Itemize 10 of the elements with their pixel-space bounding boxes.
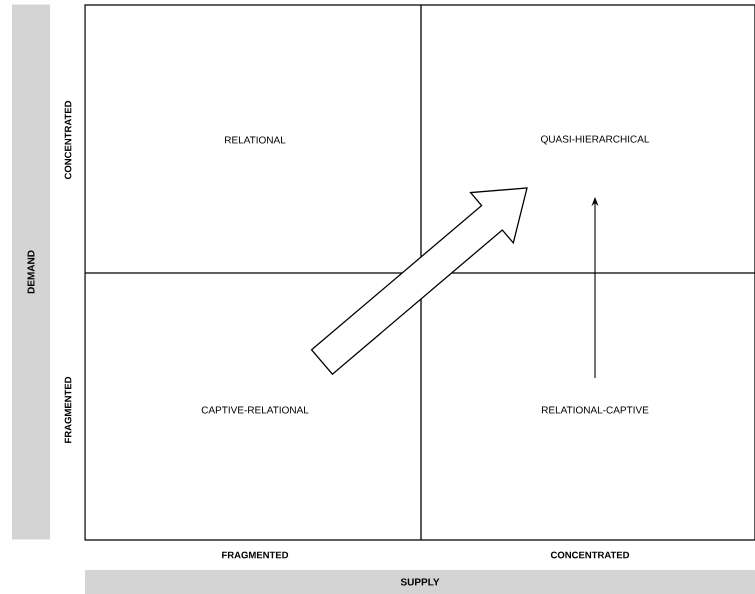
axis-band: DEMAND — [12, 4, 50, 540]
axis-label: CONCENTRATED — [64, 100, 72, 180]
axis-label: FRAGMENTED — [64, 376, 72, 443]
axis-label: FRAGMENTED — [222, 552, 288, 558]
quadrant-label: RELATIONAL — [225, 136, 286, 144]
quadrant-label: CAPTIVE-RELATIONAL — [202, 406, 308, 414]
quadrant-label: QUASI-HIERARCHICAL — [541, 136, 650, 144]
quadrant-label: RELATIONAL-CAPTIVE — [542, 406, 648, 414]
axis-band: SUPPLY — [85, 570, 755, 594]
axis-label: CONCENTRATED — [550, 552, 630, 558]
